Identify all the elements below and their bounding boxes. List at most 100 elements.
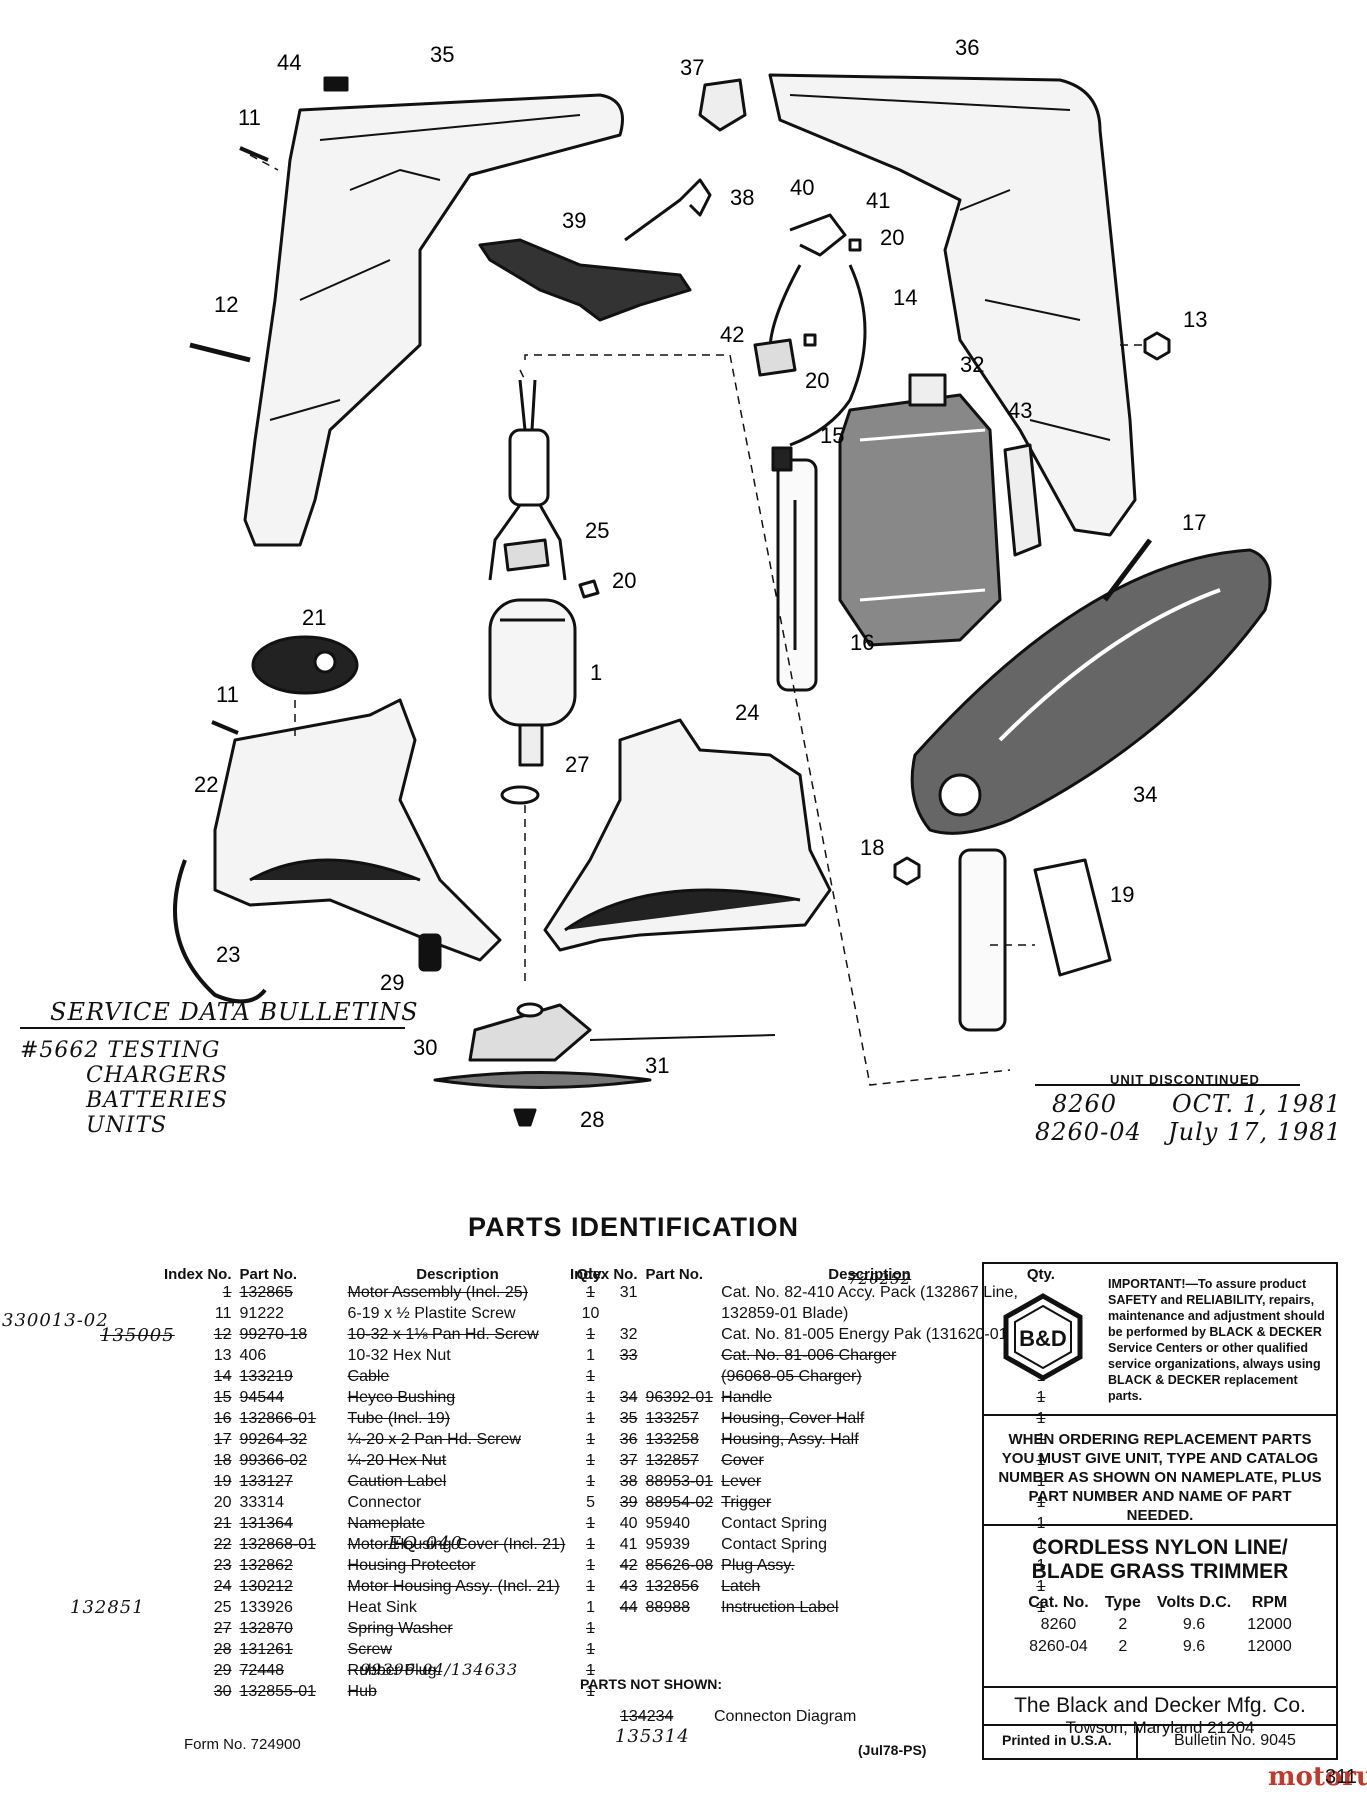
callout-34: 34 (1133, 782, 1157, 807)
motor-heat-sink-mount (508, 428, 550, 507)
cell-qty: 1 (1036, 1431, 1046, 1448)
cell-part: 96392-01 (645, 1389, 714, 1406)
cell-idx: 21 (213, 1515, 232, 1532)
cell-qty: 1 (1036, 1536, 1046, 1553)
cell-idx: 38 (619, 1473, 638, 1490)
header-description: Description (416, 1266, 499, 1283)
important-notice: IMPORTANT!—To assure product SAFETY and … (1108, 1277, 1325, 1403)
spring-washer-27 (500, 785, 540, 805)
cell-idx: 43 (619, 1578, 638, 1595)
service-line-2: CHARGERS (86, 1063, 228, 1088)
contact-springs (789, 213, 847, 257)
caution-label-19 (1033, 858, 1112, 977)
cell-desc: Motor Assembly (Incl. 25) (347, 1284, 529, 1301)
cell-part (642, 1346, 718, 1367)
plug-assy-42 (753, 338, 797, 377)
cell-part: 132856 (645, 1578, 699, 1595)
cell-qty: 1 (586, 1431, 595, 1448)
disc-8260-04-date: July 17, 1981 (1168, 1118, 1342, 1146)
cell-part: 133258 (645, 1431, 699, 1448)
cell-qty: 10 (581, 1305, 600, 1322)
cell-qty: 1 (586, 1368, 595, 1385)
margin-note-135005: 135005 (100, 1325, 175, 1346)
heat-sink-25 (503, 538, 550, 572)
cell-part (642, 1283, 718, 1304)
spec-header: Type (1104, 1594, 1141, 1611)
spec-header: Volts D.C. (1156, 1594, 1232, 1611)
spec-cell: 9.6 (1182, 1616, 1206, 1633)
cell-qty: 1 (1036, 1557, 1046, 1574)
cell-part: 88954-02 (645, 1494, 714, 1511)
cell-part: 132870 (239, 1620, 293, 1637)
cell-desc: ¼-20 Hex Nut (347, 1452, 447, 1469)
cell-part: 133926 (239, 1599, 293, 1616)
bulletin-number: Bulletin No. 9045 (1174, 1732, 1296, 1749)
cell-qty: 1 (1036, 1578, 1046, 1595)
cell-desc: Contact Spring (721, 1536, 827, 1553)
cell-part: 85626-08 (645, 1557, 714, 1574)
cell-qty: 5 (586, 1494, 595, 1511)
cell-desc: Connector (347, 1494, 422, 1511)
cell-qty: 1 (586, 1683, 595, 1700)
cell-idx: 17 (213, 1431, 232, 1448)
cell-idx: 19 (213, 1473, 232, 1490)
screw-12 (189, 342, 251, 363)
ordering-instructions: WHEN ORDERING REPLACEMENT PARTS YOU MUST… (998, 1431, 1322, 1524)
cell-idx: 28 (213, 1641, 232, 1658)
callout-21: 21 (302, 605, 326, 630)
cell-part: 132865 (239, 1284, 293, 1301)
cell-desc: Cover (721, 1452, 764, 1469)
cell-idx: 31 (619, 1284, 638, 1301)
cell-desc: 10-32 x 1⅛ Pan Hd. Screw (347, 1326, 539, 1343)
callout-20-a: 20 (880, 225, 904, 250)
cell-idx: 20 (213, 1494, 232, 1511)
cell-qty: 1 (586, 1620, 595, 1637)
cell-qty: 1 (1036, 1452, 1046, 1469)
screw-11-mid (211, 720, 239, 735)
cell-idx (566, 1304, 642, 1325)
screw-11-top (239, 146, 269, 162)
cell-desc: (96068-05 Charger) (721, 1368, 862, 1385)
cell-part (642, 1304, 718, 1325)
cell-part: 99270-18 (239, 1326, 308, 1343)
header-qty: Qty. (576, 1266, 605, 1283)
cell-qty: 1 (586, 1410, 595, 1427)
margin-note-132851: 132851 (70, 1597, 145, 1618)
spec-cell: 12000 (1247, 1616, 1292, 1633)
cell-qty: 1 (1036, 1599, 1046, 1616)
cell-qty: 1 (586, 1515, 595, 1532)
housing-cover-half (243, 93, 624, 547)
blade-31 (433, 1071, 652, 1089)
not-shown-part: 134234 (620, 1708, 674, 1725)
spec-cell: 2 (1118, 1616, 1128, 1633)
cell-part: 95940 (645, 1515, 691, 1532)
date-code: (Jul78-PS) (858, 1742, 927, 1758)
cell-qty: 1 (586, 1599, 595, 1616)
screw-note: 99396-04/134633 (360, 1660, 519, 1679)
cell-qty: 1 (1036, 1494, 1046, 1511)
cell-qty: 1 (1036, 1389, 1046, 1406)
callout-13: 13 (1183, 307, 1207, 332)
margin-note-330013: 330013-02 (2, 1310, 109, 1331)
cell-part: 99366-02 (239, 1452, 308, 1469)
callout-27: 27 (565, 752, 589, 777)
callout-37: 37 (680, 55, 704, 80)
cell-idx: 35 (619, 1410, 638, 1427)
cell-part: 133219 (239, 1368, 293, 1385)
cell-qty: 1 (1036, 1473, 1046, 1490)
cell-idx: 25 (213, 1599, 232, 1616)
cell-idx: 44 (619, 1599, 638, 1616)
